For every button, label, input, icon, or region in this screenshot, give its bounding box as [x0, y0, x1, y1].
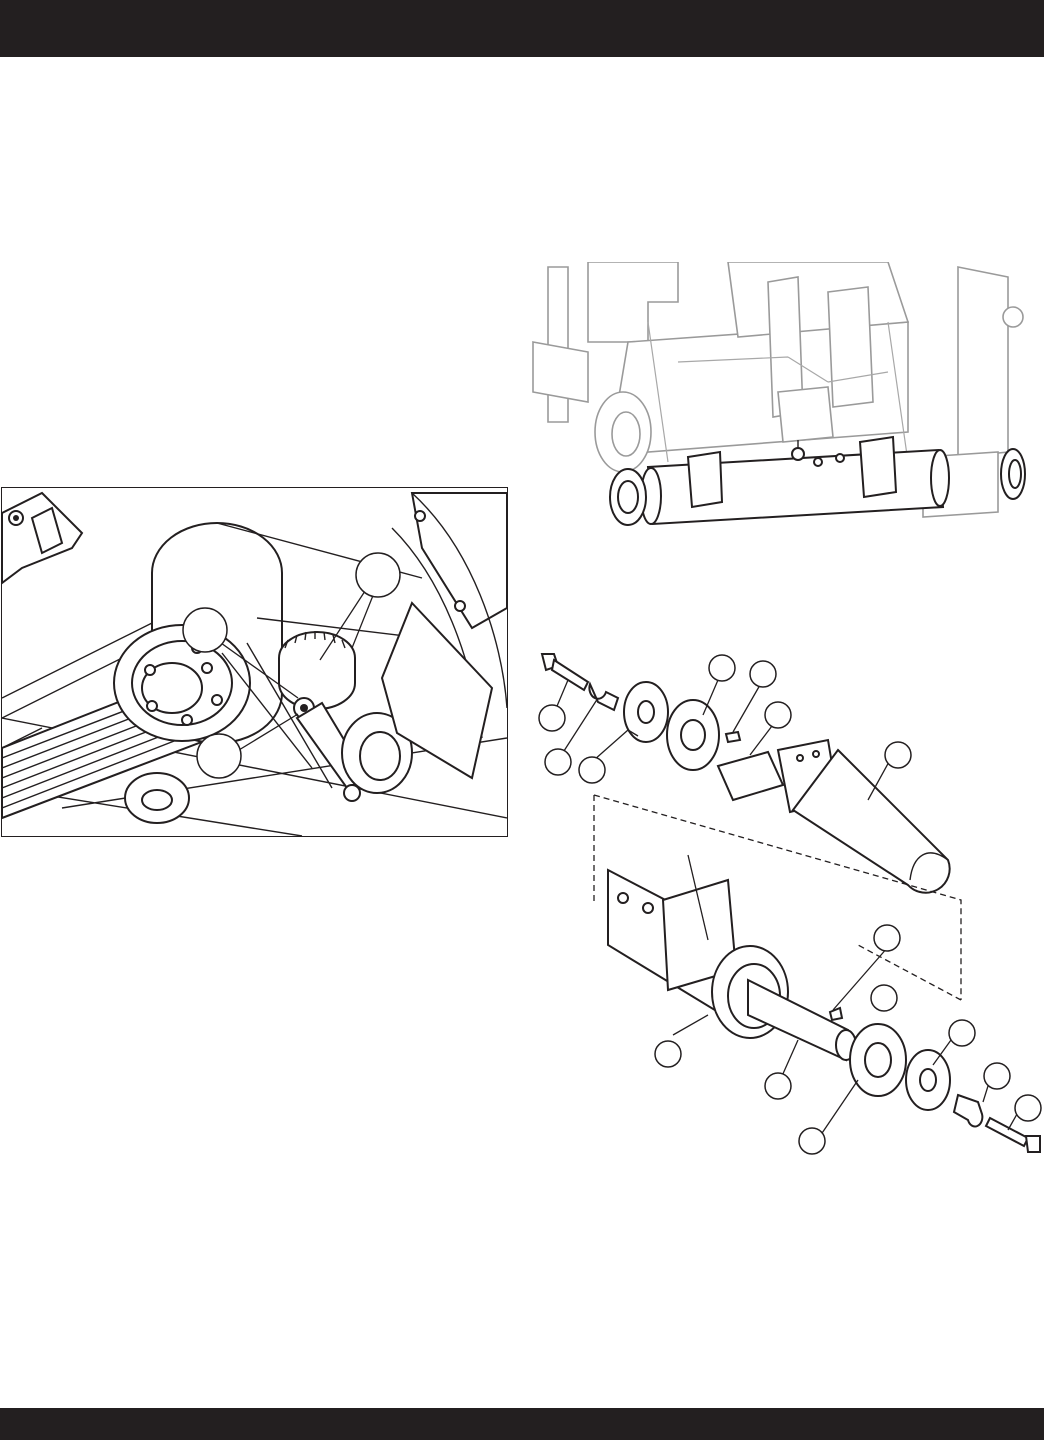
callout-circle: [356, 553, 400, 597]
callout-circle: [799, 1128, 825, 1154]
callout-circle: [197, 734, 241, 778]
callout-circle: [885, 742, 911, 768]
callout-circle: [765, 1073, 791, 1099]
drum-mount-figure: [528, 262, 1028, 527]
callout-circle: [709, 655, 735, 681]
callout-circle: [874, 925, 900, 951]
belt-pulley-figure: [1, 487, 508, 837]
bottom-footer-band: [0, 1408, 1044, 1440]
callout-circle: [984, 1063, 1010, 1089]
drum-exploded-view-illustration-icon: [528, 640, 1044, 1160]
callout-circle: [545, 749, 571, 775]
drum-exploded-figure: [528, 640, 1044, 1160]
callout-circle: [579, 757, 605, 783]
belt-pulley-illustration-icon: [2, 488, 507, 836]
callout-circle: [871, 985, 897, 1011]
callout-circle: [949, 1020, 975, 1046]
machine-front-drum-illustration-icon: [528, 262, 1028, 527]
callout-circle: [750, 661, 776, 687]
callout-circle: [765, 702, 791, 728]
callout-circle: [539, 705, 565, 731]
callout-circle: [1015, 1095, 1041, 1121]
callout-circle: [183, 608, 227, 652]
top-header-band: [0, 0, 1044, 57]
callout-circle: [655, 1041, 681, 1067]
